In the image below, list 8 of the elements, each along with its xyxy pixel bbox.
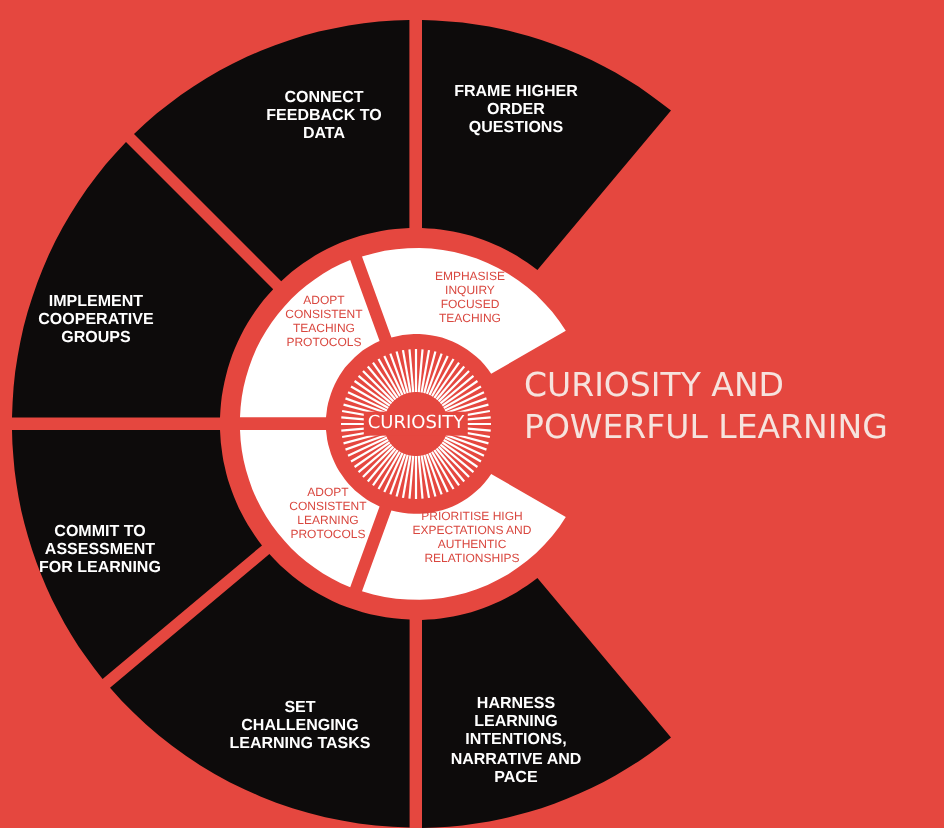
segment-label: IMPLEMENT COOPERATIVE GROUPS [36, 292, 156, 348]
segment-label: FRAME HIGHER ORDER QUESTIONS [452, 82, 580, 138]
segment-label: CONNECT FEEDBACK TO DATA [264, 88, 384, 144]
segment-label: HARNESS LEARNING INTENTIONS, NARRATIVE AND PACE [448, 694, 584, 786]
segment-label: COMMIT TO ASSESSMENT FOR LEARNING [37, 522, 163, 578]
center-label: CURIOSITY [363, 411, 469, 437]
title: CURIOSITY AND POWERFUL LEARNING [524, 366, 890, 449]
segment-label: SET CHALLENGING LEARNING TASKS [227, 698, 373, 754]
